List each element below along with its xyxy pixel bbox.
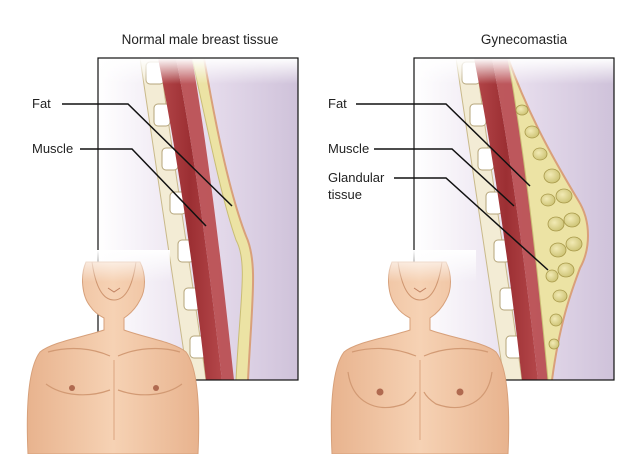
- inset-frame: [97, 57, 299, 381]
- inset-frame: [413, 57, 615, 381]
- label-muscle: Muscle: [328, 141, 369, 156]
- label-fat: Fat: [328, 96, 347, 111]
- cross-section-gynecomastia: [413, 57, 615, 381]
- labels-normal: Fat Muscle: [32, 96, 233, 227]
- nipple-left: [69, 385, 75, 391]
- cross-section-normal: [97, 57, 299, 381]
- leader-fat: [62, 103, 233, 207]
- labels-gynecomastia: Fat Muscle Glandular tissue: [328, 96, 549, 271]
- label-muscle: Muscle: [32, 141, 73, 156]
- muscle-layer: [474, 58, 538, 380]
- leader-glandular: [394, 177, 549, 271]
- panel-title: Normal male breast tissue: [122, 32, 279, 47]
- label-tissue: tissue: [328, 187, 362, 202]
- label-fat: Fat: [32, 96, 51, 111]
- nipple-right: [153, 385, 159, 391]
- torso-normal: [26, 250, 200, 454]
- nipple-left: [376, 388, 384, 396]
- label-glandular: Glandular: [328, 170, 385, 185]
- nipple-right: [456, 388, 464, 396]
- leader-muscle: [80, 148, 207, 227]
- leader-muscle: [374, 148, 515, 207]
- glandular-lobules: [515, 104, 583, 350]
- leader-fat: [356, 103, 531, 187]
- muscle-layer: [158, 58, 222, 380]
- panel-normal: Normal male breast tissue: [26, 32, 299, 454]
- panel-title: Gynecomastia: [481, 32, 568, 47]
- torso-gynecomastia: [330, 250, 510, 454]
- panel-gynecomastia: Gynecomastia: [328, 32, 615, 454]
